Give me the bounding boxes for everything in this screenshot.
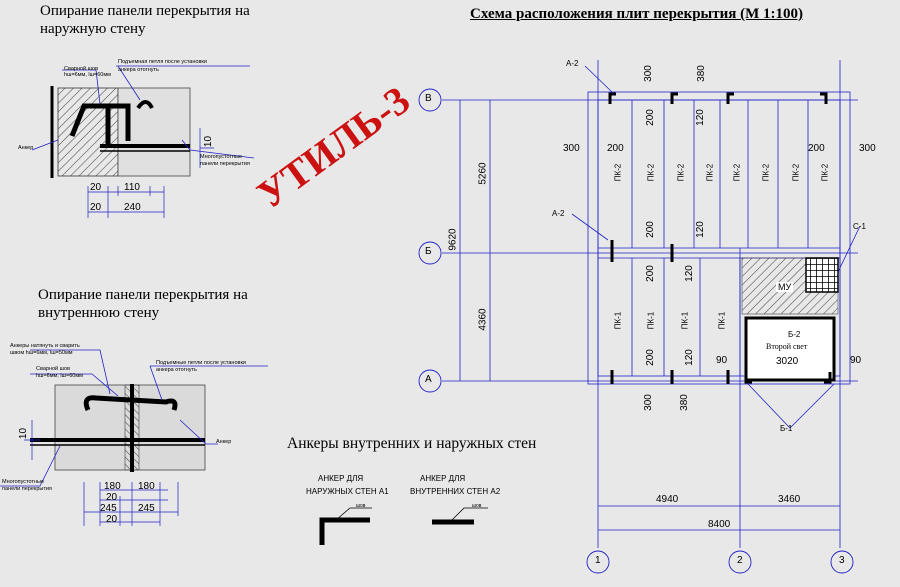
dim-120-a: 120: [694, 109, 706, 126]
inner-dim-180b: 180: [138, 481, 155, 492]
dim-300-top: 300: [642, 65, 654, 82]
anchor-a2-label-2: ВНУТРЕННИХ СТЕН А2: [410, 487, 501, 496]
dim-4940: 4940: [656, 494, 679, 505]
dim-5260: 5260: [477, 162, 489, 185]
axis-label-2: 2: [737, 555, 743, 566]
inner-dim-20a: 20: [106, 492, 118, 503]
plan-anchor-marks: [608, 92, 832, 384]
outer-dim-110: 110: [124, 182, 140, 193]
anchor-a1-weld: шов: [356, 503, 366, 509]
inner-dim-180a: 180: [104, 481, 121, 492]
inner-dim-10: 10: [18, 427, 30, 440]
dim-120-c: 120: [683, 265, 695, 282]
outer-dim-10: 10: [203, 135, 215, 148]
outer-wall-title-line1: Опирание панели перекрытия на: [40, 3, 250, 19]
dim-200-top-right: 200: [808, 143, 825, 154]
inner-note-anchor: Анкер: [216, 439, 232, 445]
second-light-opening: [744, 316, 836, 382]
label-c1: С-1: [853, 222, 866, 231]
dim-3460: 3460: [778, 494, 801, 505]
slab-pk2-2: ПК-2: [646, 163, 656, 182]
plan-title: Схема расположения плит перекрытия (М 1:…: [470, 6, 804, 22]
inner-dim-20b: 20: [106, 514, 118, 525]
axis-label-b: Б: [425, 246, 432, 257]
inner-wall-title-line2: внутреннюю стену: [38, 305, 160, 321]
axis-bubbles: [418, 88, 854, 574]
dim-9620: 9620: [447, 228, 459, 251]
outer-wall-title-line2: наружную стену: [40, 21, 146, 37]
inner-dim-245a: 245: [100, 503, 117, 514]
dim-200-a: 200: [644, 109, 656, 126]
dim-120-b: 120: [694, 221, 706, 238]
slab-pk2-7: ПК-2: [791, 163, 801, 182]
slab-pk2-3: ПК-2: [676, 163, 686, 182]
outer-note-anchor: Анкер: [18, 145, 34, 151]
axis-label-v: В: [425, 93, 432, 104]
inner-note-panel-2: панели перекрытия: [2, 486, 52, 492]
outer-note-loop-2: анкера отогнуть: [118, 67, 159, 73]
axis-label-a: А: [425, 374, 432, 385]
inner-note-panel-1: Многопустотные: [2, 479, 45, 485]
slab-pk1-1: ПК-1: [613, 311, 623, 330]
label-a2-mid: А-2: [552, 209, 565, 218]
dim-300-right: 300: [859, 143, 876, 154]
dim-8400: 8400: [708, 519, 731, 530]
slab-pk2-4: ПК-2: [705, 163, 715, 182]
dim-200-d: 200: [644, 349, 656, 366]
inner-dim-245b: 245: [138, 503, 155, 514]
outer-note-panel-2: панели перекрытия: [200, 161, 250, 167]
anchors-title: Анкеры внутренних и наружных стен: [287, 435, 537, 452]
outer-note-weld-1: Сварной шов: [64, 66, 99, 72]
label-mu: МУ: [776, 282, 794, 292]
slab-pk1-3: ПК-1: [680, 311, 690, 330]
anchor-a1-shape: [319, 517, 370, 545]
plan-lines: [442, 60, 861, 548]
dim-300-bot: 300: [642, 394, 654, 411]
outer-note-panel-1: Многопустотные: [200, 154, 243, 160]
slab-pk2-6: ПК-2: [761, 163, 771, 182]
anchor-a2-label-1: АНКЕР ДЛЯ: [420, 474, 466, 483]
label-second-light: Второй свет: [766, 342, 808, 351]
outer-note-weld-2: hш=6мм, lш=60мм: [64, 72, 111, 78]
label-a2-top: А-2: [566, 59, 579, 68]
dim-380-bot: 380: [678, 394, 690, 411]
slab-pk2-1: ПК-2: [613, 163, 623, 182]
outer-dim-20a: 20: [90, 182, 102, 193]
slab-pk2-8: ПК-2: [820, 163, 830, 182]
inner-note-weld-2: hш=6мм, lш=60мм: [36, 373, 83, 379]
anchor-a1-label-1: АНКЕР ДЛЯ: [318, 474, 364, 483]
dim-3020: 3020: [776, 356, 799, 367]
outer-lift-loop: [136, 100, 154, 110]
outer-dim-20b: 20: [90, 202, 102, 213]
label-b2: Б-2: [788, 330, 801, 339]
anchor-a1-label-2: НАРУЖНЫХ СТЕН А1: [306, 487, 389, 496]
inner-note-loop-1: Подъемные петли после установки: [156, 360, 246, 366]
slab-pk1-4: ПК-1: [717, 311, 727, 330]
inner-note-fix-2: швом hш=6мм, lш=50мм: [10, 350, 73, 356]
inner-note-fix-1: Анкеры натянуть и сварить: [10, 343, 80, 349]
axis-label-1: 1: [595, 555, 601, 566]
c1-grid-block: [805, 257, 839, 293]
slab-pk1-2: ПК-1: [646, 311, 656, 330]
inner-note-loop-2: анкера отогнуть: [156, 367, 197, 373]
dim-200-top-left: 200: [607, 143, 624, 154]
inner-note-weld-1: Сварной шов: [36, 366, 71, 372]
dim-120-d: 120: [683, 349, 695, 366]
dim-4360: 4360: [477, 308, 489, 331]
label-b1: Б-1: [780, 424, 793, 433]
outer-dim-240: 240: [124, 202, 141, 213]
anchor-a2-weld: шов: [472, 503, 482, 509]
dim-90a: 90: [716, 355, 728, 366]
dim-300-left: 300: [563, 143, 580, 154]
dim-90b: 90: [850, 355, 862, 366]
outer-note-loop-1: Подъемная петля после установки: [118, 59, 207, 65]
slab-pk2-5: ПК-2: [732, 163, 742, 182]
inner-wall-title-line1: Опирание панели перекрытия на: [38, 287, 248, 303]
dim-200-c: 200: [644, 265, 656, 282]
dim-380-top: 380: [695, 65, 707, 82]
dim-200-b: 200: [644, 221, 656, 238]
axis-label-3: 3: [839, 555, 845, 566]
